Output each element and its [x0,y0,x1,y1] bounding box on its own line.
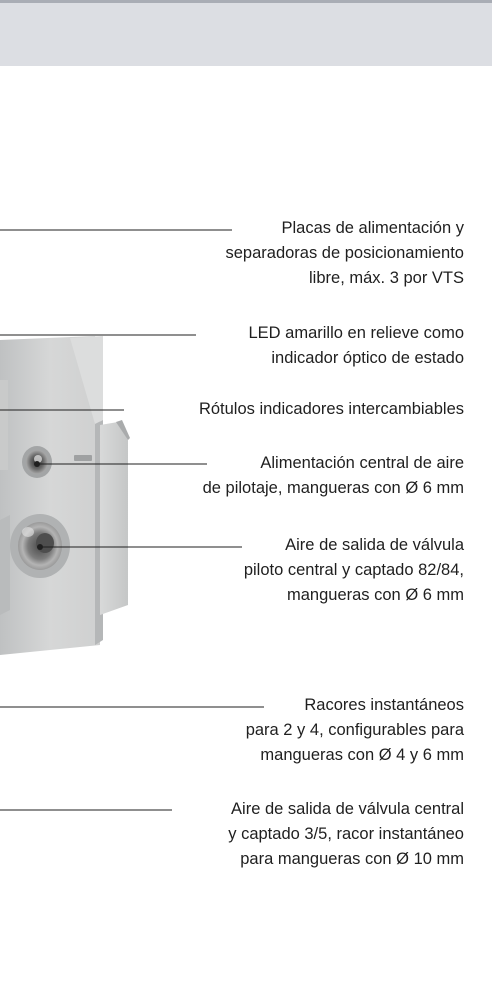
callout-push-in-fittings-line-2: para 2 y 4, configurables para [245,721,464,739]
callout-pilot-exhaust: Aire de salida de válvula piloto central… [244,533,464,608]
callout-pilot-air-supply-line-1: Alimentación central de aire [260,454,464,472]
callout-supply-plates-line-3: libre, máx. 3 por VTS [309,269,464,287]
block-left-ridge [0,380,8,470]
block-side-edge [116,420,130,440]
callout-main-exhaust-line-3: para mangueras con Ø 10 mm [240,850,464,868]
callout-main-exhaust-line-2: y captado 3/5, racor instantáneo [228,825,464,843]
callout-pilot-exhaust-line-3: mangueras con Ø 6 mm [287,586,464,604]
callout-push-in-fittings: Racores instantáneos para 2 y 4, configu… [246,693,464,768]
header-band [0,0,492,66]
callout-yellow-led: LED amarillo en relieve como indicador ó… [248,321,464,371]
valve-block [0,336,130,655]
callout-pilot-air-supply-line-2: de pilotaje, mangueras con Ø 6 mm [202,479,464,497]
callout-main-exhaust-line-1: Aire de salida de válvula central [231,800,464,818]
callout-pilot-exhaust-line-1: Aire de salida de válvula [285,536,464,554]
callout-supply-plates-line-2: separadoras de posicionamiento [225,244,465,262]
block-top-edge [70,336,103,424]
callout-yellow-led-line-1: LED amarillo en relieve como [248,324,464,342]
callout-labels-line-1: Rótulos indicadores intercambiables [198,400,464,418]
callout-supply-plates-line-1: Placas de alimentación y [281,219,464,237]
block-side-extension [100,422,128,615]
callout-labels: Rótulos indicadores intercambiables [199,397,464,422]
callout-main-exhaust: Aire de salida de válvula central y capt… [228,797,464,872]
leader-dot-pilot [34,461,40,467]
callout-yellow-led-line-2: indicador óptico de estado [271,349,464,367]
leader-lines [0,229,264,811]
callout-pilot-air-supply: Alimentación central de aire de pilotaje… [203,451,464,501]
callout-pilot-exhaust-line-2: piloto central y captado 82/84, [243,561,464,579]
callout-push-in-fittings-line-1: Racores instantáneos [304,696,464,714]
callout-push-in-fittings-line-3: mangueras con Ø 4 y 6 mm [260,746,464,764]
block-notch [74,455,92,461]
callout-supply-plates: Placas de alimentación y separadoras de … [226,216,465,291]
leader-dot-exhaust [37,544,43,550]
block-left-lower [0,515,10,615]
block-front-face [0,336,100,655]
